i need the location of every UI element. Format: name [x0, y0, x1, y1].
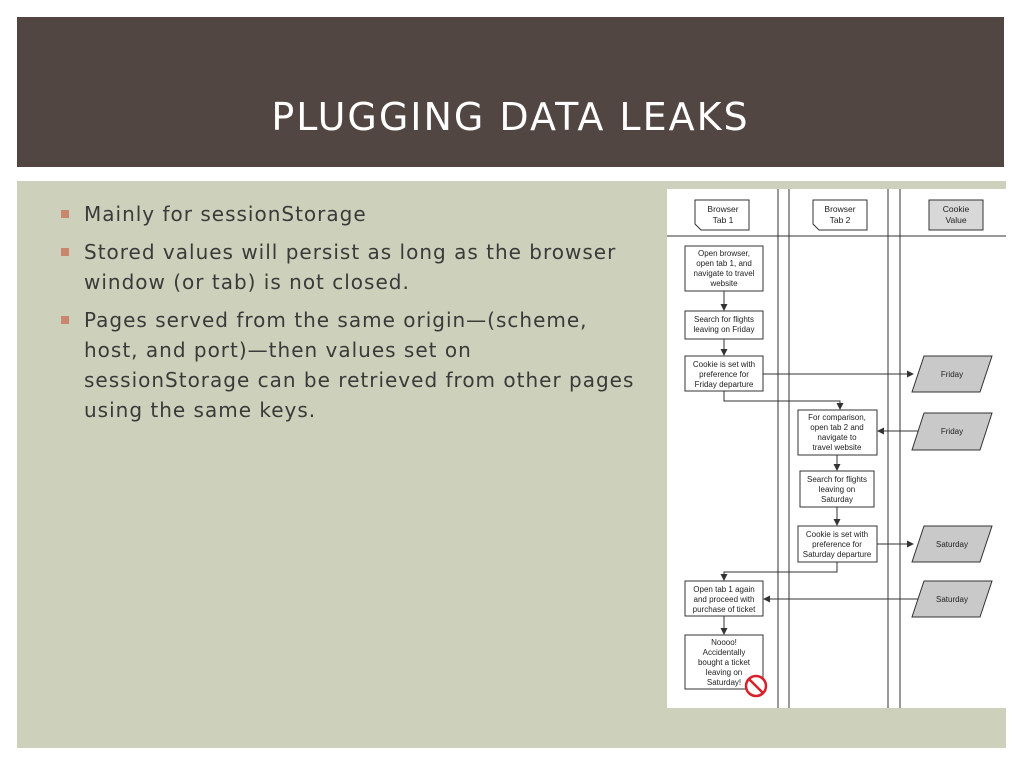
box-line: Search for flights [694, 315, 754, 324]
header-line: Tab 1 [713, 215, 734, 225]
header-line: Browser [824, 204, 855, 214]
value-friday: Friday [911, 355, 993, 393]
box-line: Saturday [821, 495, 853, 504]
bullet-square-icon [61, 248, 69, 256]
box-line: Cookie is set with [693, 360, 755, 369]
header-line: Browser [707, 204, 738, 214]
value-label: Friday [941, 427, 963, 436]
box-open-browser: Open browser, open tab 1, and navigate t… [684, 245, 764, 292]
box-line: website [709, 279, 738, 288]
box-line: purchase of ticket [693, 605, 756, 614]
flow-arrow [723, 391, 844, 410]
header-line: Tab 2 [830, 215, 851, 225]
bullet-list: Mainly for sessionStorage Stored values … [61, 199, 641, 433]
bullet-item: Stored values will persist as long as th… [61, 237, 641, 297]
no-sign-icon [744, 674, 768, 698]
bullet-text: Stored values will persist as long as th… [84, 240, 617, 294]
bullet-text: Pages served from the same origin—(schem… [84, 308, 635, 422]
box-line: preference for [812, 540, 862, 549]
box-line: leaving on Friday [694, 325, 755, 334]
box-line: open tab 2 and [810, 423, 863, 432]
box-search-saturday: Search for flights leaving on Saturday [799, 470, 875, 508]
box-line: Saturday! [707, 678, 741, 687]
value-friday: Friday [911, 412, 993, 451]
bullet-item: Pages served from the same origin—(schem… [61, 305, 641, 425]
flow-diagram: Browser Tab 1 Browser Tab 2 Cookie Value… [667, 189, 1006, 708]
content-area: Mainly for sessionStorage Stored values … [17, 181, 1006, 748]
box-cookie-saturday: Cookie is set with preference for Saturd… [797, 525, 878, 563]
bullet-text: Mainly for sessionStorage [84, 202, 367, 226]
value-label: Saturday [936, 595, 968, 604]
box-line: bought a ticket [698, 658, 751, 667]
box-line: Open tab 1 again [693, 585, 754, 594]
flow-diagram-svg: Browser Tab 1 Browser Tab 2 Cookie Value… [667, 189, 1006, 708]
bullet-item: Mainly for sessionStorage [61, 199, 641, 229]
box-line: navigate to [817, 433, 857, 442]
box-line: Search for flights [807, 475, 867, 484]
box-line: Accidentally [703, 648, 746, 657]
value-saturday: Saturday [911, 525, 993, 563]
box-line: leaving on [819, 485, 855, 494]
header-line: Cookie [943, 204, 970, 214]
box-line: Noooo! [711, 638, 737, 647]
box-line: and proceed with [694, 595, 755, 604]
header-browser-tab-1: Browser Tab 1 [694, 199, 750, 231]
header-browser-tab-2: Browser Tab 2 [812, 199, 868, 231]
header-line: Value [945, 215, 966, 225]
bullet-square-icon [61, 210, 69, 218]
box-line: leaving on [706, 668, 742, 677]
box-comparison: For comparison, open tab 2 and navigate … [797, 409, 878, 456]
box-line: Open browser, [698, 249, 750, 258]
header-cookie-value: Cookie Value [928, 199, 984, 231]
value-label: Saturday [936, 540, 968, 549]
bullet-square-icon [61, 316, 69, 324]
value-saturday: Saturday [911, 580, 993, 618]
title-bar: PLUGGING DATA LEAKS [17, 17, 1004, 167]
slide-title: PLUGGING DATA LEAKS [271, 95, 750, 139]
box-search-friday: Search for flights leaving on Friday [684, 310, 764, 340]
value-label: Friday [941, 370, 963, 379]
box-line: travel website [813, 443, 862, 452]
box-line: open tab 1, and [696, 259, 752, 268]
box-noooo: Noooo! Accidentally bought a ticket leav… [684, 634, 764, 690]
flow-arrow [720, 562, 838, 581]
box-line: For comparison, [808, 413, 866, 422]
box-line: navigate to travel [694, 269, 755, 278]
box-line: Cookie is set with [806, 530, 868, 539]
box-line: Saturday departure [803, 550, 872, 559]
box-cookie-friday: Cookie is set with preference for Friday… [684, 355, 764, 392]
box-line: preference for [699, 370, 749, 379]
box-open-tab1-again: Open tab 1 again and proceed with purcha… [684, 580, 764, 617]
box-line: Friday departure [695, 380, 754, 389]
